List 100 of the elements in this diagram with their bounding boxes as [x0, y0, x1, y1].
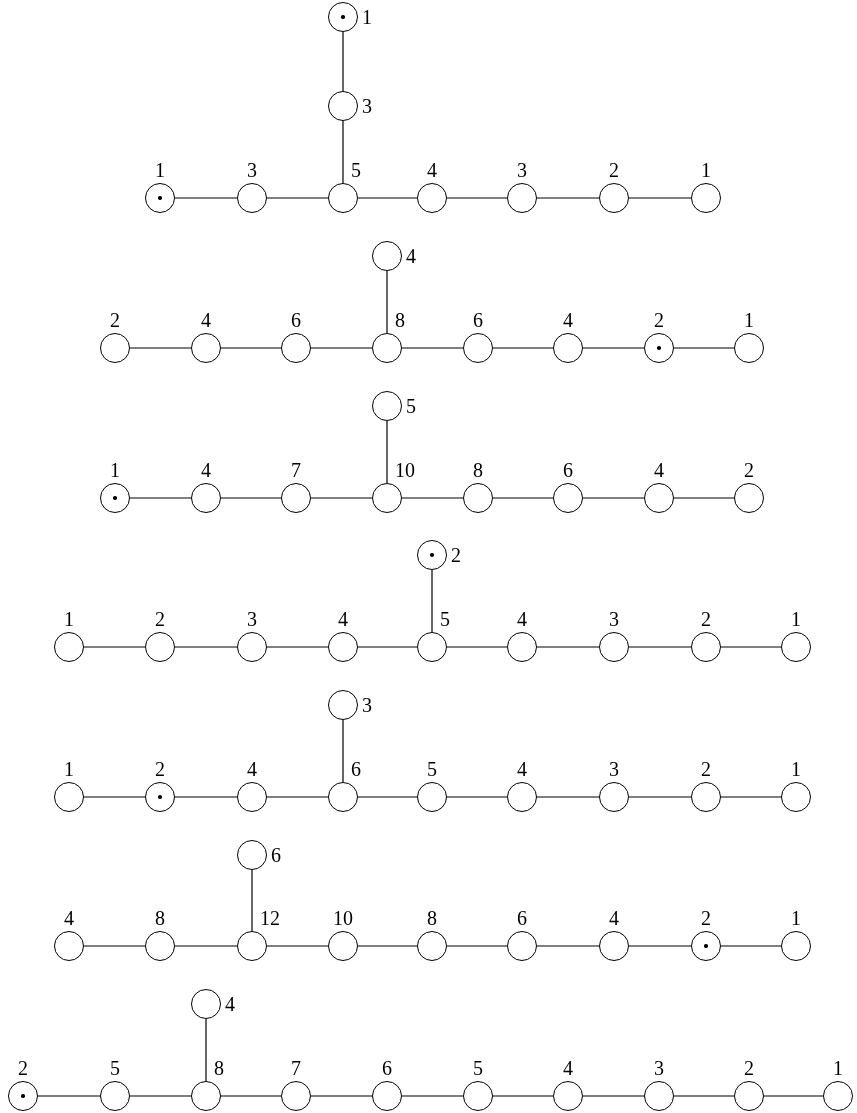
connector-line [446, 197, 508, 199]
node-circle [553, 483, 583, 513]
connector-line [310, 1095, 373, 1097]
node-circle [237, 632, 267, 662]
mark-label: 4 [406, 246, 416, 266]
mark-label: 6 [517, 908, 527, 928]
mark-label: 4 [247, 759, 257, 779]
mark-label: 5 [406, 396, 416, 416]
mark-label: 2 [451, 545, 461, 565]
node-circle [463, 333, 493, 363]
node-circle [372, 241, 402, 271]
mark-label: 1 [833, 1058, 843, 1078]
connector-line [220, 1095, 282, 1097]
connector-line [720, 796, 782, 798]
node-circle [417, 782, 447, 812]
connector-line [673, 1095, 735, 1097]
connector-line [628, 646, 692, 648]
connector-line [628, 945, 692, 947]
mark-label: 4 [563, 310, 573, 330]
connector-line [401, 1095, 464, 1097]
dotted-node-circle [328, 2, 358, 32]
node-circle [734, 483, 764, 513]
connector-line [492, 497, 554, 499]
connector-line [342, 31, 344, 92]
connector-line [446, 945, 508, 947]
mark-label: 7 [291, 460, 301, 480]
node-circle [145, 931, 175, 961]
mark-label: 5 [427, 759, 437, 779]
mark-label: 1 [791, 759, 801, 779]
connector-line [536, 646, 600, 648]
mark-label: 4 [64, 908, 74, 928]
mark-label: 3 [247, 609, 257, 629]
node-circle [372, 391, 402, 421]
node-circle [237, 183, 267, 213]
connector-line [401, 497, 464, 499]
mark-label: 1 [155, 160, 165, 180]
connector-line [174, 945, 238, 947]
mark-label: 1 [701, 160, 711, 180]
node-circle [781, 782, 811, 812]
node-circle [507, 782, 537, 812]
connector-line [174, 796, 238, 798]
node-circle [781, 632, 811, 662]
node-circle [372, 483, 402, 513]
connector-line [342, 719, 344, 783]
node-circle [553, 333, 583, 363]
connector-line [310, 347, 373, 349]
connector-line [129, 497, 192, 499]
node-circle [372, 333, 402, 363]
connector-line [205, 1018, 207, 1082]
dotted-node-circle [8, 1081, 38, 1111]
node-circle [691, 782, 721, 812]
connector-line [357, 197, 418, 199]
node-circle [237, 931, 267, 961]
mark-label: 3 [654, 1058, 664, 1078]
node-circle [463, 1081, 493, 1111]
mark-label: 3 [609, 759, 619, 779]
connector-line [536, 945, 600, 947]
connector-line [174, 197, 238, 199]
connector-line [673, 497, 735, 499]
node-circle [463, 483, 493, 513]
node-circle [328, 931, 358, 961]
node-circle [191, 989, 221, 1019]
connector-line [763, 1095, 824, 1097]
mark-label: 2 [609, 160, 619, 180]
mark-label: 1 [744, 310, 754, 330]
dotted-node-circle [691, 931, 721, 961]
connector-line [342, 120, 344, 184]
connector-line [83, 945, 146, 947]
connector-line [386, 270, 388, 334]
mark-label: 3 [609, 609, 619, 629]
mark-label: 10 [395, 460, 415, 480]
node-circle [823, 1081, 853, 1111]
node-circle [145, 632, 175, 662]
mark-label: 4 [609, 908, 619, 928]
connector-line [174, 646, 238, 648]
node-circle [417, 931, 447, 961]
connector-line [83, 796, 146, 798]
node-circle [507, 632, 537, 662]
mark-label: 2 [701, 759, 711, 779]
mark-label: 7 [291, 1058, 301, 1078]
connector-line [628, 796, 692, 798]
node-circle [644, 483, 674, 513]
connector-line [357, 646, 418, 648]
dotted-node-circle [145, 782, 175, 812]
mark-label: 3 [362, 96, 372, 116]
connector-line [492, 347, 554, 349]
node-circle [54, 931, 84, 961]
node-circle [644, 1081, 674, 1111]
mark-label: 4 [201, 460, 211, 480]
node-circle [553, 1081, 583, 1111]
mark-label: 2 [701, 609, 711, 629]
connector-line [446, 796, 508, 798]
mark-label: 1 [110, 460, 120, 480]
dotted-node-circle [145, 183, 175, 213]
node-circle [237, 840, 267, 870]
mark-label: 1 [64, 609, 74, 629]
node-circle [100, 333, 130, 363]
mark-label: 4 [563, 1058, 573, 1078]
connector-line [492, 1095, 554, 1097]
mark-label: 6 [382, 1058, 392, 1078]
